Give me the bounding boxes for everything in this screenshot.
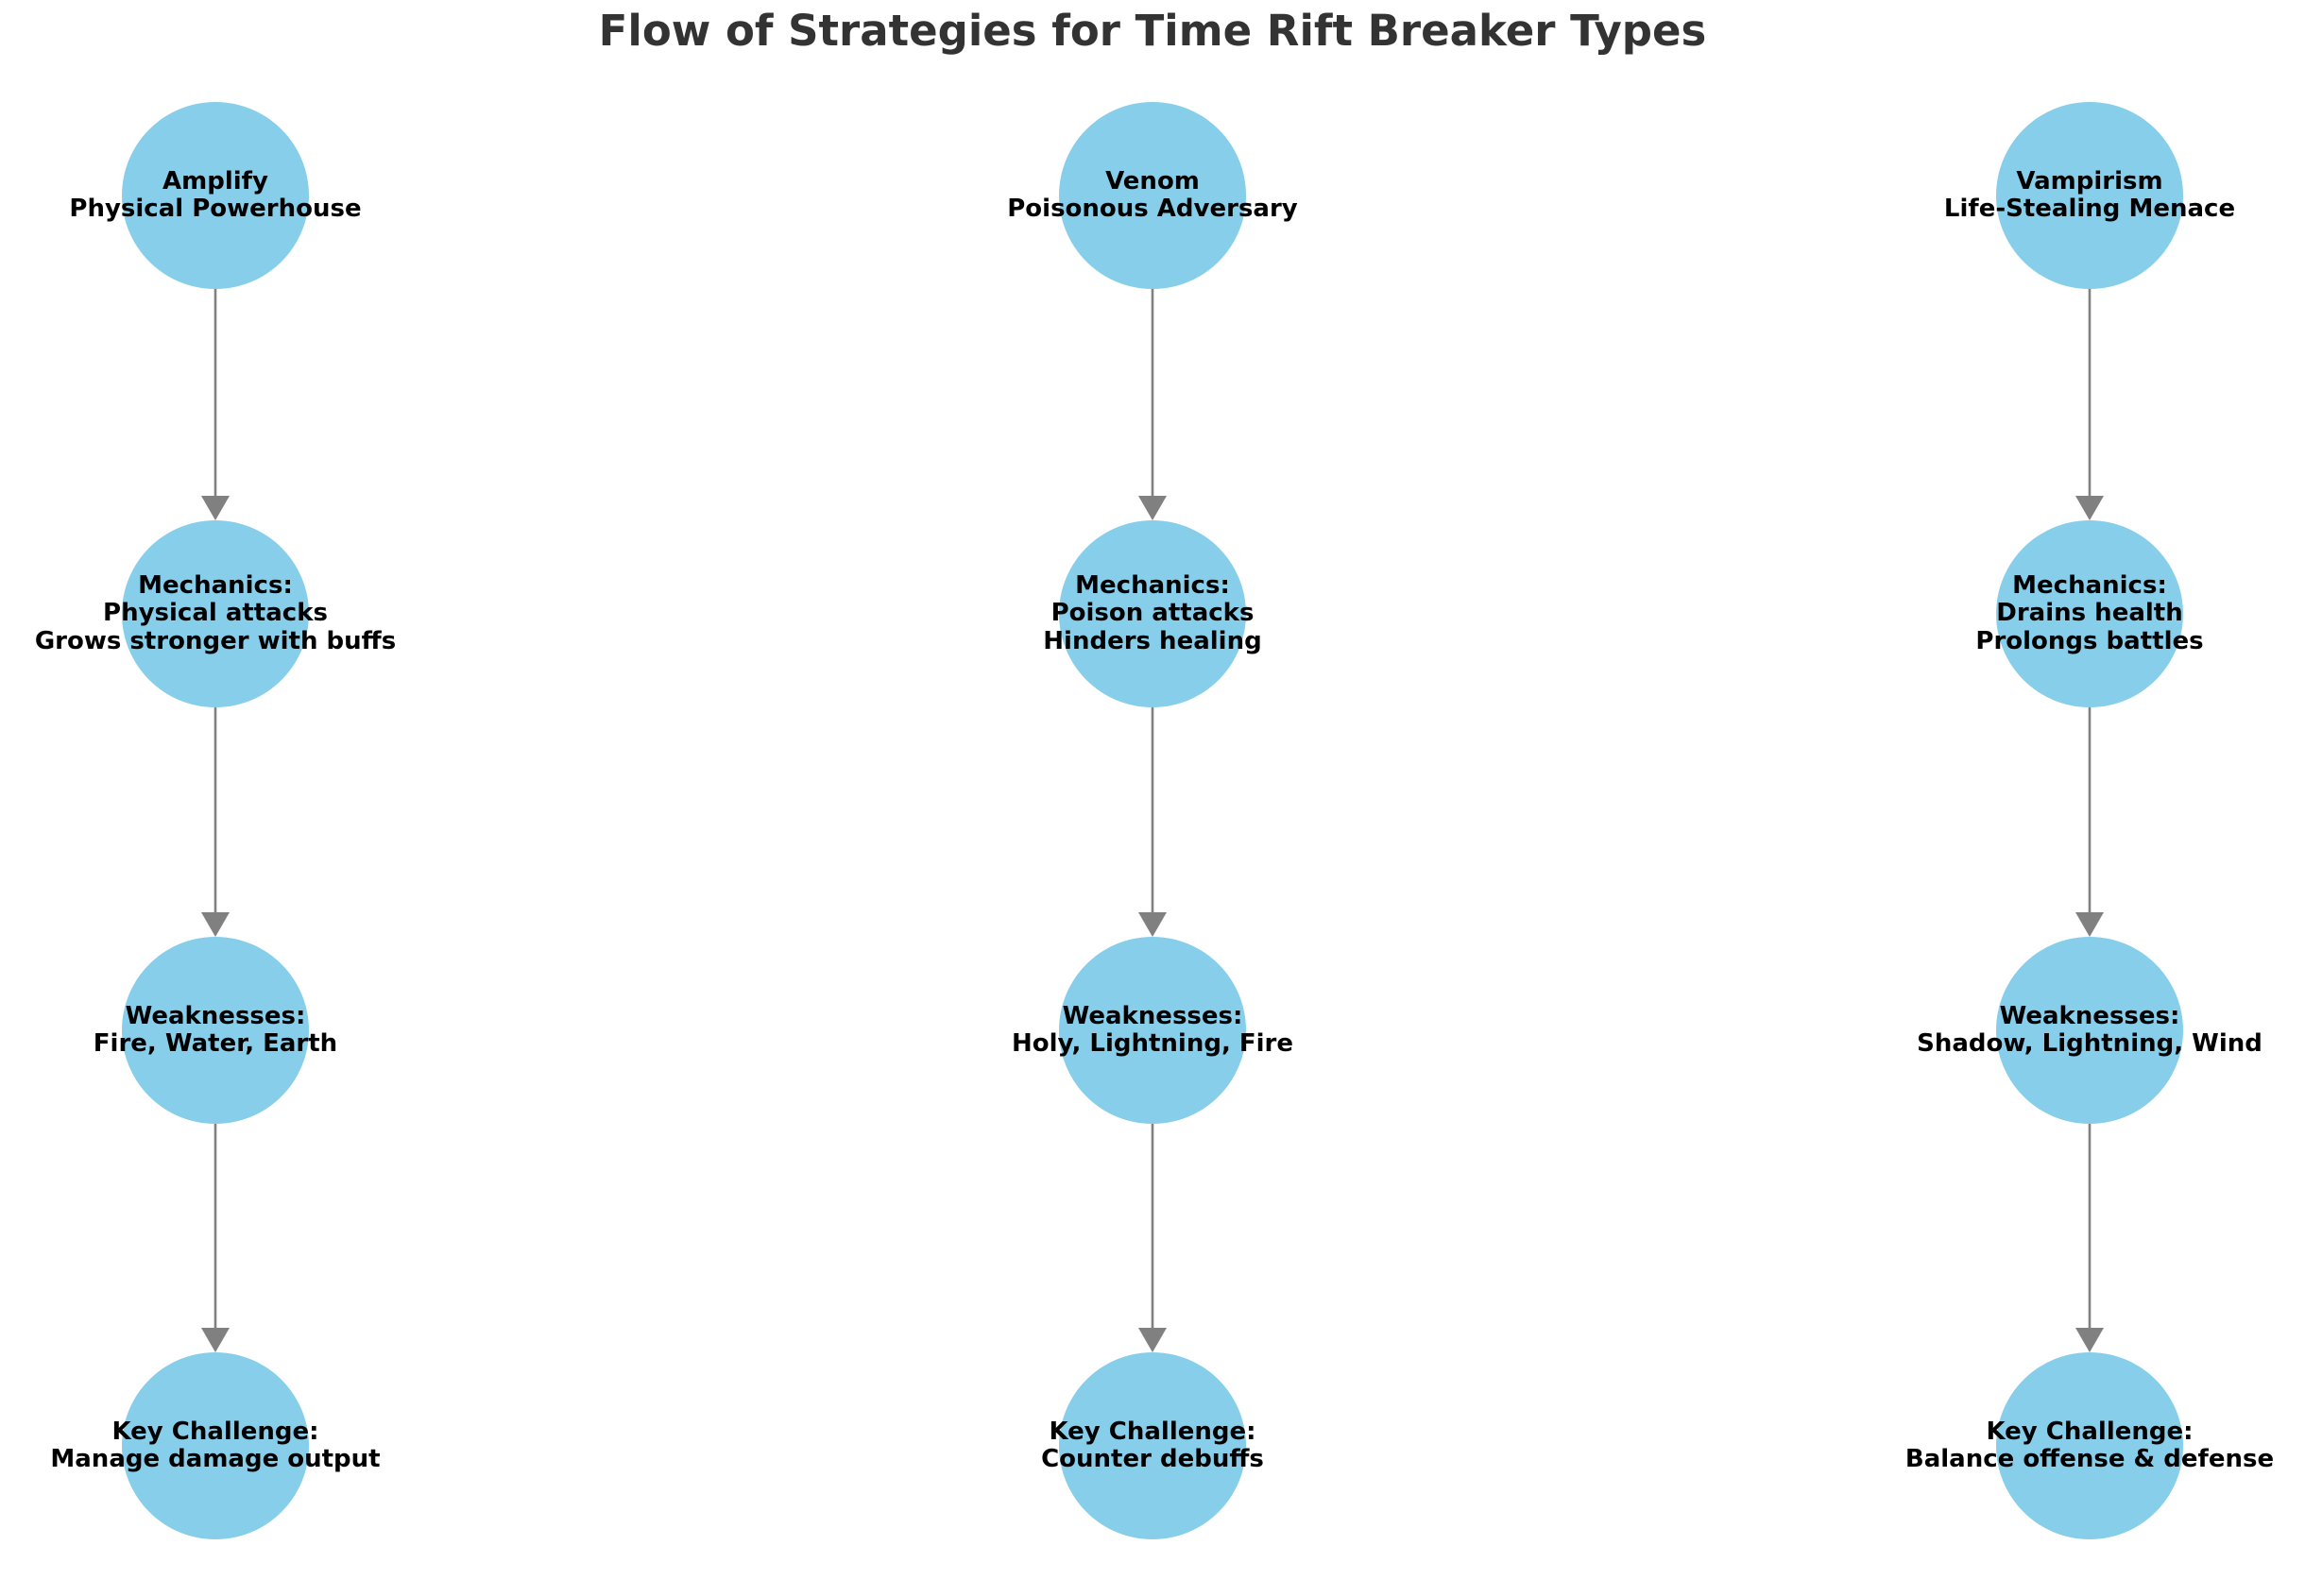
- node-line: Amplify: [162, 166, 268, 195]
- node-label: Mechanics: Drains health Prolongs battle…: [1797, 520, 2305, 707]
- node-line: Fire, Water, Earth: [93, 1029, 338, 1058]
- node-circle: [1996, 520, 2183, 707]
- node-circle: [122, 520, 309, 707]
- node-circle: [1059, 520, 1246, 707]
- node-line: Drains health: [1996, 599, 2183, 628]
- node-circle: [1059, 1352, 1246, 1539]
- node-line: Shadow, Lightning, Wind: [1917, 1029, 2262, 1058]
- node-circle: [122, 1352, 309, 1539]
- node-label: Weaknesses: Holy, Lightning, Fire: [860, 937, 1445, 1124]
- node-line: Vampirism: [2016, 166, 2163, 195]
- node-label: Amplify Physical Powerhouse: [0, 102, 508, 289]
- node-circle: [1059, 102, 1246, 289]
- node-circle: [1996, 1352, 2183, 1539]
- arrow-down-icon: [1138, 289, 1167, 520]
- node-line: Balance offense & defense: [1904, 1445, 2275, 1473]
- node-label: Key Challenge: Balance offense & defense: [1797, 1352, 2305, 1539]
- node-line: Key Challenge:: [111, 1417, 319, 1446]
- node-line: Physical Powerhouse: [69, 195, 362, 223]
- node-line: Hinders healing: [1043, 626, 1262, 655]
- arrow-down-icon: [201, 707, 230, 937]
- node-line: Key Challenge:: [1049, 1417, 1256, 1446]
- arrow-down-icon: [1138, 707, 1167, 937]
- node-line: Counter debuffs: [1041, 1445, 1264, 1473]
- node-line: Poisonous Adversary: [1007, 195, 1298, 223]
- node-line: Mechanics:: [138, 571, 293, 601]
- node-label: Mechanics: Physical attacks Grows strong…: [0, 520, 508, 707]
- node-label: Weaknesses: Fire, Water, Earth: [0, 937, 508, 1124]
- arrow-down-icon: [201, 1124, 230, 1352]
- node-label: Venom Poisonous Adversary: [860, 102, 1445, 289]
- arrow-down-icon: [1138, 1124, 1167, 1352]
- node-circle: [1996, 937, 2183, 1124]
- node-line: Physical attacks: [103, 599, 328, 628]
- node-line: Poison attacks: [1050, 599, 1255, 628]
- node-line: Key Challenge:: [1986, 1417, 2194, 1446]
- node-circle: [1996, 102, 2183, 289]
- node-line: Venom: [1105, 166, 1200, 195]
- node-circle: [122, 102, 309, 289]
- node-line: Weaknesses:: [1999, 1001, 2180, 1030]
- node-label: Key Challenge: Manage damage output: [0, 1352, 508, 1539]
- node-line: Life-Stealing Menace: [1943, 195, 2236, 223]
- arrow-down-icon: [201, 289, 230, 520]
- node-line: Weaknesses:: [125, 1001, 306, 1030]
- arrow-down-icon: [2075, 707, 2104, 937]
- node-label: Weaknesses: Shadow, Lightning, Wind: [1797, 937, 2305, 1124]
- node-line: Holy, Lightning, Fire: [1011, 1029, 1294, 1058]
- node-label: Mechanics: Poison attacks Hinders healin…: [860, 520, 1445, 707]
- arrow-down-icon: [2075, 289, 2104, 520]
- arrow-down-icon: [2075, 1124, 2104, 1352]
- node-line: Weaknesses:: [1062, 1001, 1243, 1030]
- node-line: Prolongs battles: [1975, 626, 2204, 655]
- node-line: Mechanics:: [2012, 571, 2167, 601]
- node-label: Vampirism Life-Stealing Menace: [1797, 102, 2305, 289]
- node-line: Mechanics:: [1075, 571, 1230, 601]
- node-circle: [1059, 937, 1246, 1124]
- node-line: Manage damage output: [50, 1445, 381, 1473]
- node-label: Key Challenge: Counter debuffs: [860, 1352, 1445, 1539]
- node-line: Grows stronger with buffs: [34, 626, 397, 655]
- node-circle: [122, 937, 309, 1124]
- diagram-title: Flow of Strategies for Time Rift Breaker…: [598, 6, 1707, 56]
